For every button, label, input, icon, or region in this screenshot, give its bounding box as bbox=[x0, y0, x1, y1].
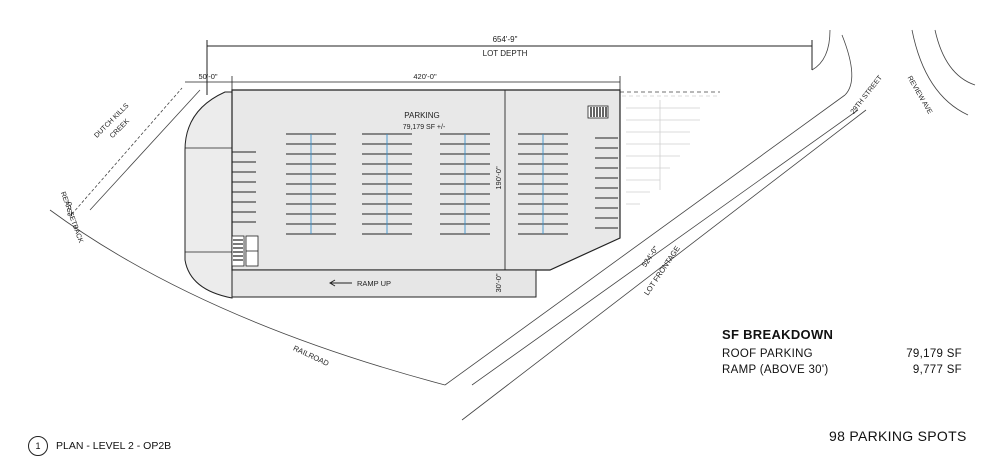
ramp-arrow-icon bbox=[329, 279, 352, 287]
avenue-label: REVIEW AVE bbox=[906, 75, 934, 116]
building-curve bbox=[184, 91, 233, 299]
ramp-band bbox=[231, 269, 537, 298]
plan-title: 1 PLAN - LEVEL 2 - OP2B bbox=[28, 436, 171, 456]
parking-stalls bbox=[232, 137, 618, 229]
plan-title-text: PLAN - LEVEL 2 - OP2B bbox=[56, 440, 172, 452]
parking-area-label: 79,179 SF +/- bbox=[403, 124, 446, 131]
rear-setback-value: 25'-0" bbox=[67, 199, 74, 216]
sf-row-value: 79,179 SF bbox=[906, 348, 962, 360]
building-depth-dim: 190'-0" bbox=[494, 166, 503, 190]
ramp-up-label: RAMP UP bbox=[357, 279, 391, 288]
plan-number-badge: 1 bbox=[28, 436, 48, 456]
adjacent-parking-ghost bbox=[622, 95, 720, 205]
street-label: 29TH STREET bbox=[850, 74, 885, 116]
rear-setback-label: REAR SETBACK bbox=[59, 191, 84, 245]
lot-depth-value: 654'-9" bbox=[493, 35, 518, 44]
ramp-depth-dim: 30'-0" bbox=[494, 273, 503, 292]
railroad-label: RAILROAD bbox=[292, 344, 331, 369]
lot-boundary bbox=[49, 29, 976, 421]
sf-row-label: RAMP (ABOVE 30') bbox=[722, 364, 829, 376]
parking-double-rows bbox=[286, 133, 568, 235]
building-length-dimension bbox=[185, 76, 621, 92]
lot-depth-label: LOT DEPTH bbox=[483, 49, 528, 58]
lot-frontage-value: 524'-0" bbox=[640, 244, 661, 269]
lot-depth-dimension bbox=[206, 40, 813, 95]
building-length-dim: 420'-0" bbox=[413, 72, 437, 81]
parking-spots-count: 98 PARKING SPOTS bbox=[829, 428, 967, 444]
parking-label: PARKING bbox=[404, 111, 439, 120]
sf-row-value: 9,777 SF bbox=[912, 364, 962, 376]
left-setback-dim: 50'-0" bbox=[198, 72, 217, 81]
sf-row-ramp: RAMP (ABOVE 30') 9,777 SF bbox=[722, 362, 962, 378]
sf-row-roof: ROOF PARKING 79,179 SF bbox=[722, 346, 962, 362]
sf-breakdown-title: SF BREAKDOWN bbox=[722, 327, 834, 342]
sf-row-label: ROOF PARKING bbox=[722, 348, 813, 360]
sf-breakdown: SF BREAKDOWN ROOF PARKING 79,179 SF RAMP… bbox=[722, 327, 962, 378]
